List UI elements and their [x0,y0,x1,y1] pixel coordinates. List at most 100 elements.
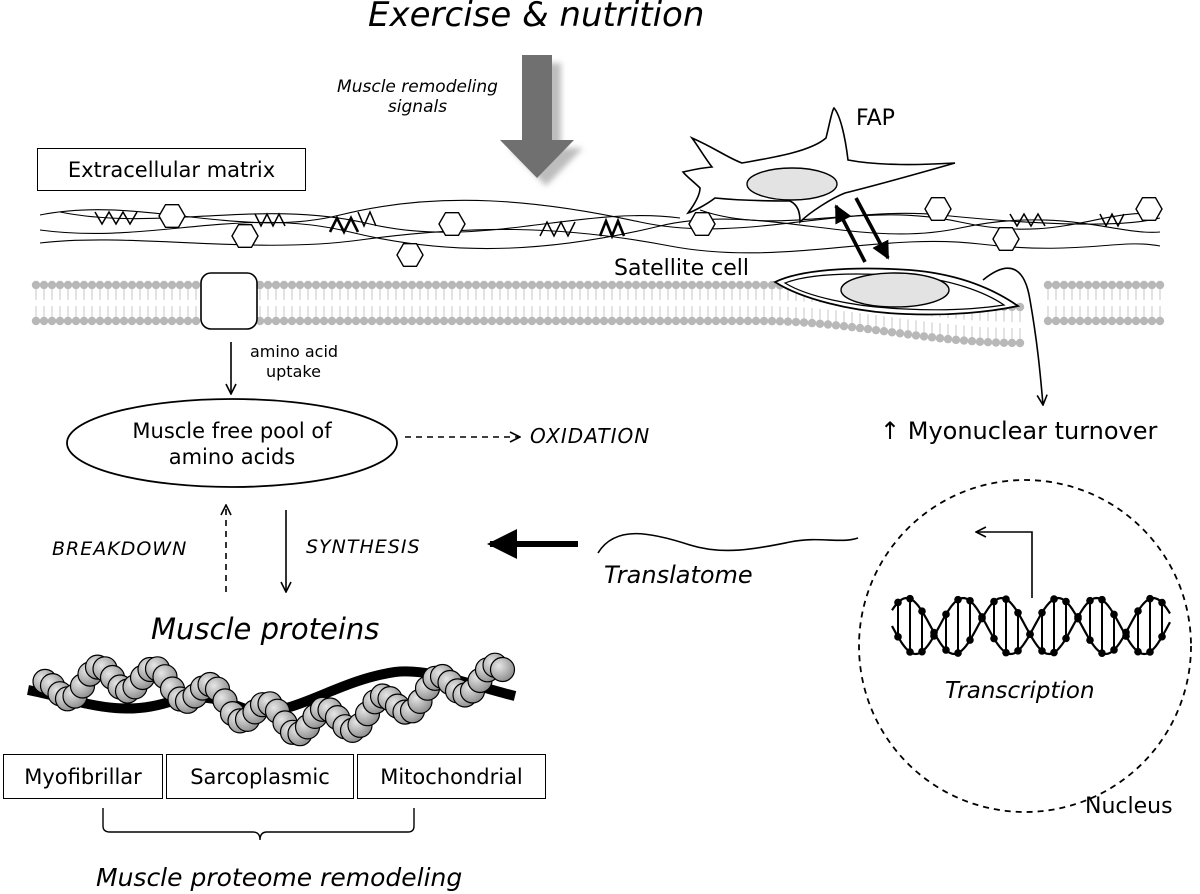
dna-nucleotide [1086,636,1094,644]
lipid-head [591,280,601,290]
lipid-head [1075,280,1085,290]
lipid-head [503,280,513,290]
lipid-head [111,280,121,290]
lipid-head [623,280,633,290]
lipid-head [871,325,881,335]
fraction-label-mitochondrial: Mitochondrial [380,764,523,789]
lipid-head [855,323,865,333]
lipid-head [735,316,745,326]
lipid-head [271,280,281,290]
lipid-head [119,280,129,290]
lipid-head [599,316,609,326]
lipid-head [767,316,777,326]
lipid-head [1059,280,1069,290]
lipid-head [543,316,553,326]
lipid-head [1075,316,1085,326]
dna-nucleotide [1098,595,1106,604]
lipid-head [735,280,745,290]
ecm-hexagon [924,196,952,222]
lipid-head [575,280,585,290]
fap-cell [681,106,956,224]
lipid-head [159,280,169,290]
lipid-head [399,280,409,290]
lipid-head [519,316,529,326]
lipid-head [991,338,1001,347]
lipid-head [607,280,617,290]
lipid-head [167,316,177,326]
lipid-head [727,280,737,290]
lipid-head [311,280,321,290]
ecm-hexagon [992,226,1020,252]
ecm-coils [94,210,1125,240]
lipid-head [759,316,769,326]
dna-nucleotide [1146,648,1154,656]
fraction-box-myofibrillar: Myofibrillar [3,754,163,799]
lipid-head [471,280,481,290]
lipid-head [647,280,657,290]
lipid-head [759,280,769,290]
fap-to-satellite-arrow [854,197,890,260]
ecm-label-box: Extracellular matrix [37,148,306,191]
fraction-label-sarcoplasmic: Sarcoplasmic [190,764,330,789]
protein-bead [489,656,516,683]
lipid-head [455,316,465,326]
diagram-title: Exercise & nutrition [368,0,705,35]
lipid-head [71,316,81,326]
ecm-hexagon [158,203,186,229]
lipid-head [31,316,41,326]
lipid-head [975,337,985,346]
lipid-head [535,280,545,290]
fap-label: FAP [856,106,895,131]
dna-nucleotide [1098,649,1106,657]
translatome-mrna [597,532,859,554]
lipid-head [703,316,713,326]
lipid-head [103,316,113,326]
dna-nucleotide [906,648,914,656]
lipid-head [175,316,185,326]
lipid-head [407,316,417,326]
dna-nucleotide [1122,632,1130,640]
ecm-hexagon [231,223,259,249]
lipid-head [639,316,649,326]
dna-nucleotide [1134,647,1142,656]
lipid-head [679,316,689,326]
lipid-head [1107,316,1117,326]
lipid-head [727,316,737,326]
lipid-head [503,316,513,326]
dna-nucleotide [894,633,902,641]
lipid-head [399,316,409,326]
dna-nucleotide [1062,634,1070,643]
lipid-head [111,316,121,326]
lipid-head [423,316,433,326]
proteins-label: Muscle proteins [151,612,380,646]
lipid-head [71,280,81,290]
lipid-head [447,316,457,326]
lipid-head [55,316,65,326]
lipid-head [1043,316,1053,326]
lipid-head [567,316,577,326]
ecm-label: Extracellular matrix [67,157,276,182]
lipid-head [559,280,569,290]
lipid-head [631,280,641,290]
lipid-head [367,280,377,290]
pool-label: Muscle free pool of amino acids [82,418,382,470]
lipid-head [1059,316,1069,326]
satellite-to-fap-arrow [834,204,867,263]
lipid-head [335,280,345,290]
lipid-head [1067,280,1077,290]
ecm-hexagon [396,242,424,267]
dna-nucleotide [1002,648,1010,657]
lipid-head [55,280,65,290]
remodeling-brace [102,808,415,841]
lipid-head [967,337,977,346]
lipid-head [1139,280,1149,290]
lipid-head [1083,280,1093,290]
dna-nucleotide [1158,632,1166,641]
lipid-head [751,316,761,326]
lipid-head [191,280,201,290]
signal-arrow [500,55,583,186]
dna-nucleotide [990,634,998,643]
lipid-head [1155,316,1165,326]
lipid-head [47,280,57,290]
